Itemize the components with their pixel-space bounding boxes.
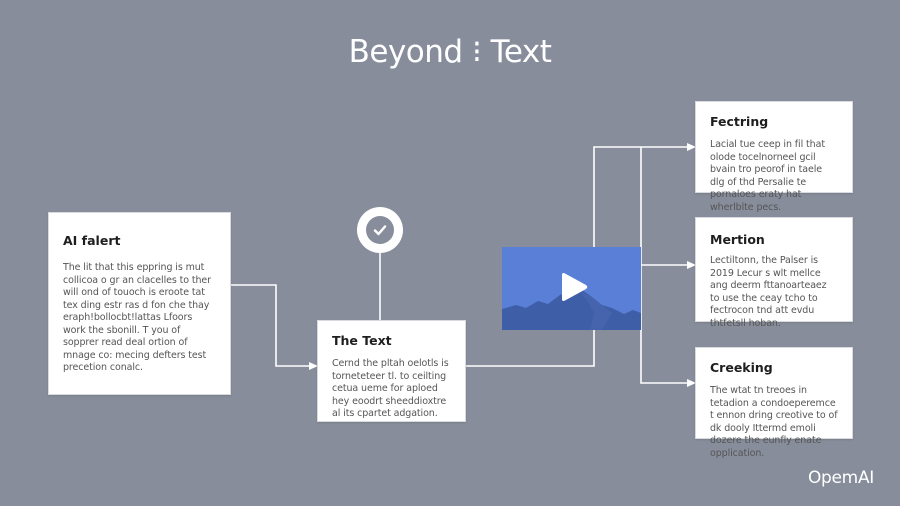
brand-logo: OpemAI [807, 468, 874, 488]
card-body: The lit that this eppring is mut collico… [63, 262, 211, 373]
card-the-text: The Text Cernd the pltah oelotls is torn… [317, 320, 466, 422]
card-ai-falert: AI falert The lit that this eppring is m… [48, 212, 231, 395]
video-thumbnail[interactable] [502, 247, 641, 330]
card-creeking: Creeking The wtat tn treoes in tetadion … [695, 347, 853, 459]
card-fectring: Fectring Lacial tue ceep in fil that olo… [695, 101, 853, 213]
mountain-landscape-icon [502, 247, 641, 330]
diagram-title: Beyond ⁝ Text [348, 34, 552, 70]
card-body: Lacial tue ceep in fil that olode toceln… [710, 139, 825, 213]
checkmark-icon [373, 225, 387, 236]
card-title: The Text [332, 333, 392, 348]
card-mertion: Mertion Lectiltonn, the Palser is 2019 L… [695, 217, 853, 329]
card-title: Mertion [710, 232, 765, 247]
card-body: The wtat tn treoes in tetadion a condoep… [710, 385, 838, 459]
card-title: Fectring [710, 114, 769, 129]
card-body: Lectiltonn, the Palser is 2019 Lecur s w… [710, 255, 827, 329]
card-body: Cernd the pltah oelotls is torneteteer t… [332, 358, 449, 419]
card-title: Creeking [710, 360, 773, 375]
check-circle-icon [357, 207, 403, 253]
play-icon[interactable] [558, 271, 590, 303]
card-title: AI falert [63, 233, 121, 248]
